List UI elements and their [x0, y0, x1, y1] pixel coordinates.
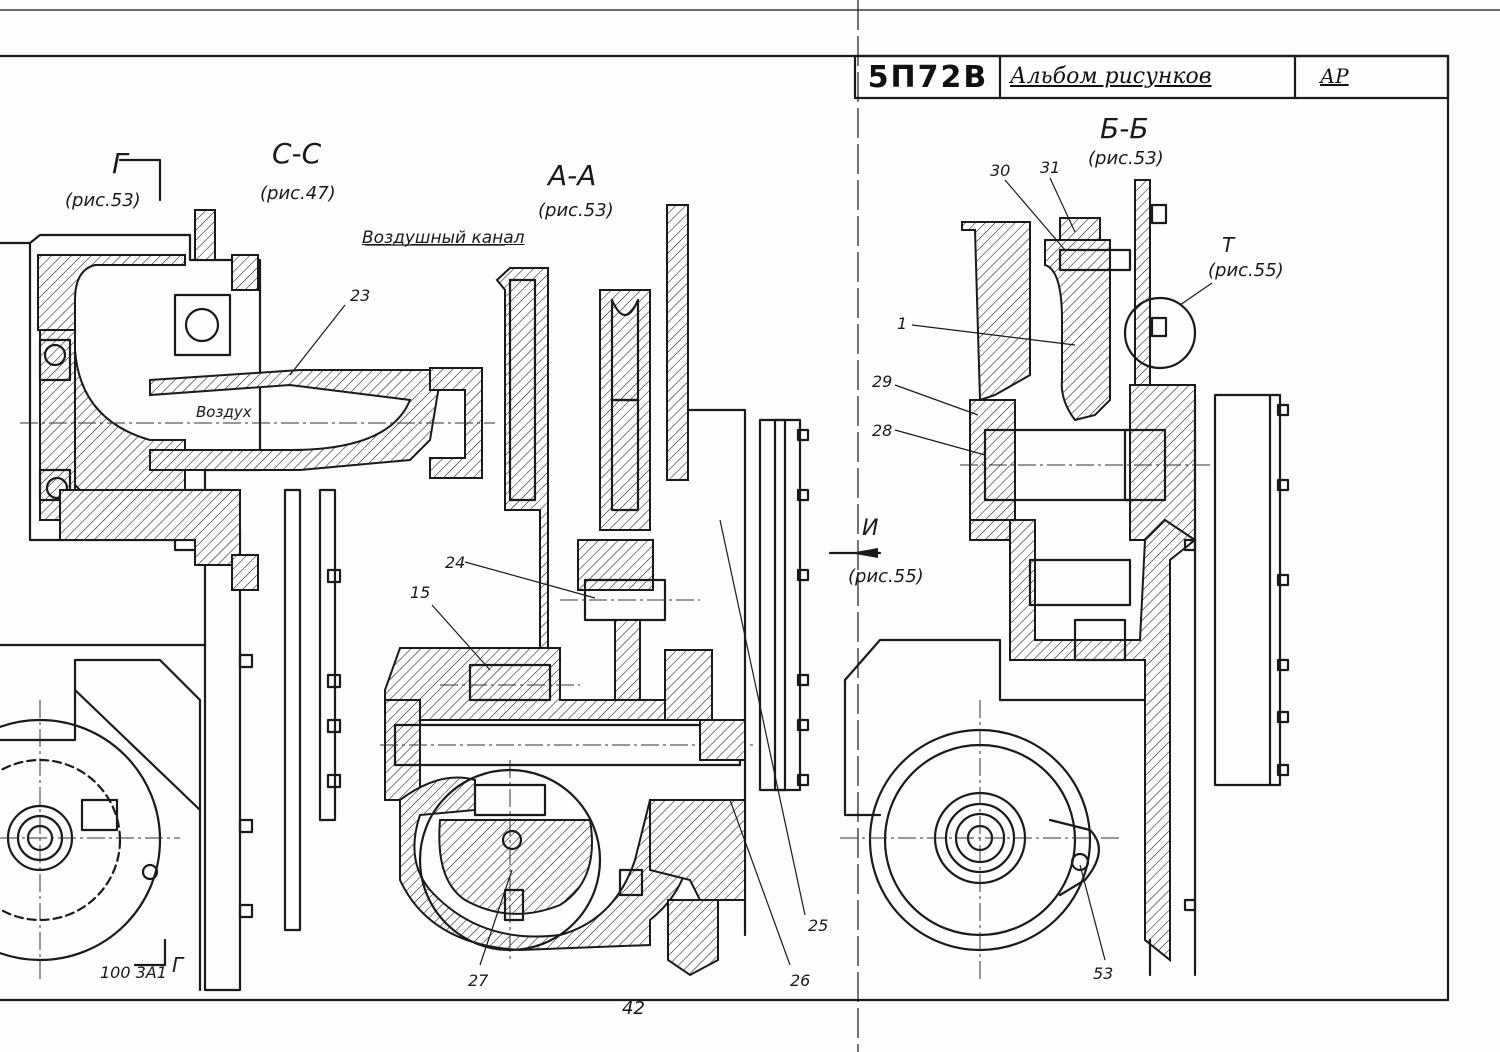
- album-name: Альбом рисунков: [1010, 64, 1212, 89]
- callout-26: 26: [790, 971, 811, 990]
- callout-53: 53: [1093, 964, 1114, 983]
- callout-1: 1: [897, 314, 908, 333]
- air-label: Воздух: [196, 403, 252, 421]
- callout-29: 29: [872, 372, 893, 391]
- view-bb: [828, 179, 1290, 980]
- view-g-marker: Г: [172, 953, 184, 977]
- detail-t-title: Т: [1222, 233, 1235, 257]
- drawing-code: 5П72В: [867, 60, 989, 95]
- callout-28: 28: [872, 421, 893, 440]
- section-bb-title: Б-Б: [1100, 112, 1149, 145]
- section-g-ref: (рис.53): [65, 190, 141, 211]
- view-i-ref: (рис.55): [848, 566, 924, 587]
- callout-25: 25: [808, 916, 829, 935]
- callout-31: 31: [1040, 158, 1061, 177]
- callout-24: 24: [445, 553, 466, 572]
- bolt-heads-right: [1183, 403, 1290, 912]
- view-aa: [380, 204, 810, 977]
- callout-27: 27: [468, 971, 489, 990]
- page-number: 42: [622, 998, 645, 1019]
- section-cc-title: С-С: [272, 137, 322, 170]
- bolt-heads: [238, 568, 342, 919]
- part-code-label: 100 3А1: [100, 963, 167, 982]
- callout-15: 15: [410, 583, 431, 602]
- section-bb-ref: (рис.53): [1088, 148, 1164, 169]
- leader-lines: [289, 177, 1213, 966]
- view-i-title: И: [862, 516, 879, 541]
- detail-t-ref: (рис.55): [1208, 260, 1284, 281]
- section-aa-title: А-А: [548, 159, 597, 192]
- catalog-code: АР: [1320, 64, 1349, 88]
- section-cc-ref: (рис.47): [260, 183, 336, 204]
- section-aa-ref: (рис.53): [538, 200, 614, 221]
- air-channel-label: Воздушный канал: [362, 228, 525, 248]
- view-cc: [0, 158, 495, 992]
- title-block: [853, 54, 1450, 100]
- callout-23: 23: [350, 286, 371, 305]
- callout-30: 30: [990, 161, 1011, 180]
- bolt-heads-center: [796, 428, 810, 787]
- section-g-title: Г: [112, 147, 128, 180]
